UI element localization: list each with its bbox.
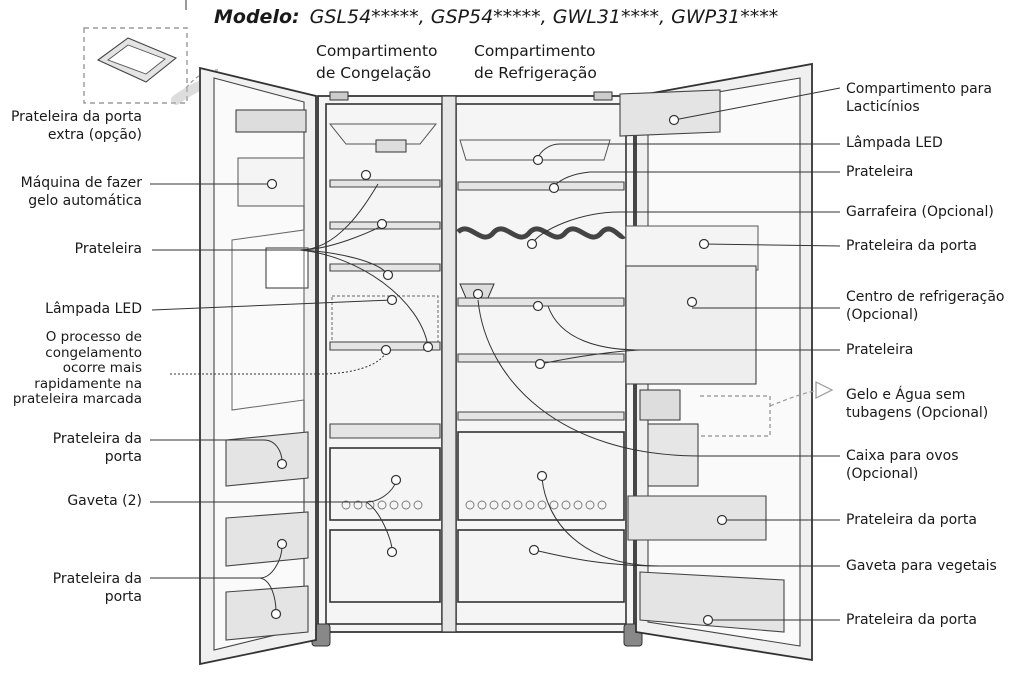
model-prefix: Modelo: (214, 6, 300, 28)
right-callouts (472, 87, 841, 626)
fridge-header-line2: de Refrigeração (474, 64, 597, 82)
label-icemaker: Máquina de fazer gelo automática (21, 174, 142, 210)
label-cooling-center-line2: (Opcional) (846, 307, 919, 323)
label-freezer-led: Lâmpada LED (45, 301, 142, 317)
label-ice-water-line2: tubagens (Opcional) (846, 405, 989, 421)
fridge-door (619, 62, 834, 662)
fridge-header: Compartimento de Refrigeração (474, 40, 597, 84)
label-extra-door-shelf: Prateleira da porta extra (opção) (11, 108, 142, 144)
label-fast-freeze-line1: O processo de (45, 329, 142, 345)
label-freezer-door-shelf-a-line1: Prateleira da (52, 431, 142, 447)
label-freezer-door-shelf-a: Prateleira da porta (53, 430, 142, 466)
label-fridge-shelf-mid: Prateleira (846, 342, 914, 358)
label-freezer-door-shelf-b-line2: porta (104, 589, 142, 605)
label-freezer-door-shelf-a-line2: porta (104, 449, 142, 465)
fridge-cabinet (311, 91, 643, 647)
label-cooling-center: Centro de refrigeração (Opcional) (846, 288, 1004, 324)
label-dairy-line2: Lacticínios (846, 99, 920, 115)
freezer-door (199, 66, 317, 666)
model-codes: GSL54*****, GSP54*****, GWL31****, GWP31… (309, 6, 779, 28)
label-freezer-shelf: Prateleira (74, 241, 142, 257)
label-fridge-door-shelf-2: Prateleira da porta (846, 512, 978, 528)
freezer-header: Compartimento de Congelação (316, 40, 438, 84)
model-line: Modelo: GSL54*****, GSP54*****, GWL31****… (214, 6, 778, 28)
label-egg-box-line1: Caixa para ovos (846, 448, 959, 464)
label-icemaker-line2: gelo automática (28, 193, 142, 209)
label-wine-rack: Garrafeira (Opcional) (846, 204, 994, 220)
extra-shelf-option-box (83, 27, 219, 105)
freezer-header-line2: de Congelação (316, 64, 432, 82)
label-fast-freeze-line5: prateleira marcada (12, 391, 142, 407)
label-fast-freeze-line4: rapidamente na (34, 375, 142, 392)
label-cooling-center-line1: Centro de refrigeração (846, 289, 1005, 305)
label-egg-box: Caixa para ovos (Opcional) (846, 447, 959, 483)
fridge-header-line1: Compartimento (474, 42, 596, 60)
label-fast-freeze-line2: congelamento (45, 344, 142, 361)
label-fridge-led: Lâmpada LED (846, 135, 943, 151)
label-drawer: Gaveta (2) (67, 493, 142, 509)
label-fridge-door-shelf-3: Prateleira da porta (846, 612, 978, 628)
label-dairy-line1: Compartimento para (846, 81, 993, 97)
label-vegetable-drawer: Gaveta para vegetais (846, 558, 997, 574)
label-fridge-shelf-top: Prateleira (846, 164, 914, 180)
label-fast-freeze-line3: ocorre mais (62, 360, 142, 376)
label-freezer-door-shelf-b: Prateleira da porta (53, 570, 142, 606)
label-freezer-door-shelf-b-line1: Prateleira da (52, 571, 142, 587)
label-dairy: Compartimento para Lacticínios (846, 80, 992, 116)
label-ice-water: Gelo e Água sem tubagens (Opcional) (846, 386, 988, 422)
label-ice-water-line1: Gelo e Água sem (846, 387, 966, 403)
label-extra-door-shelf-line1: Prateleira da porta (10, 109, 142, 125)
left-callouts (150, 169, 434, 620)
label-fast-freeze: O processo de congelamento ocorre mais r… (12, 329, 142, 408)
label-icemaker-line1: Máquina de fazer (20, 175, 142, 191)
label-fridge-door-shelf-1: Prateleira da porta (846, 238, 978, 254)
label-extra-door-shelf-line2: extra (opção) (47, 127, 142, 143)
freezer-header-line1: Compartimento (316, 42, 438, 60)
label-egg-box-line2: (Opcional) (846, 466, 919, 482)
